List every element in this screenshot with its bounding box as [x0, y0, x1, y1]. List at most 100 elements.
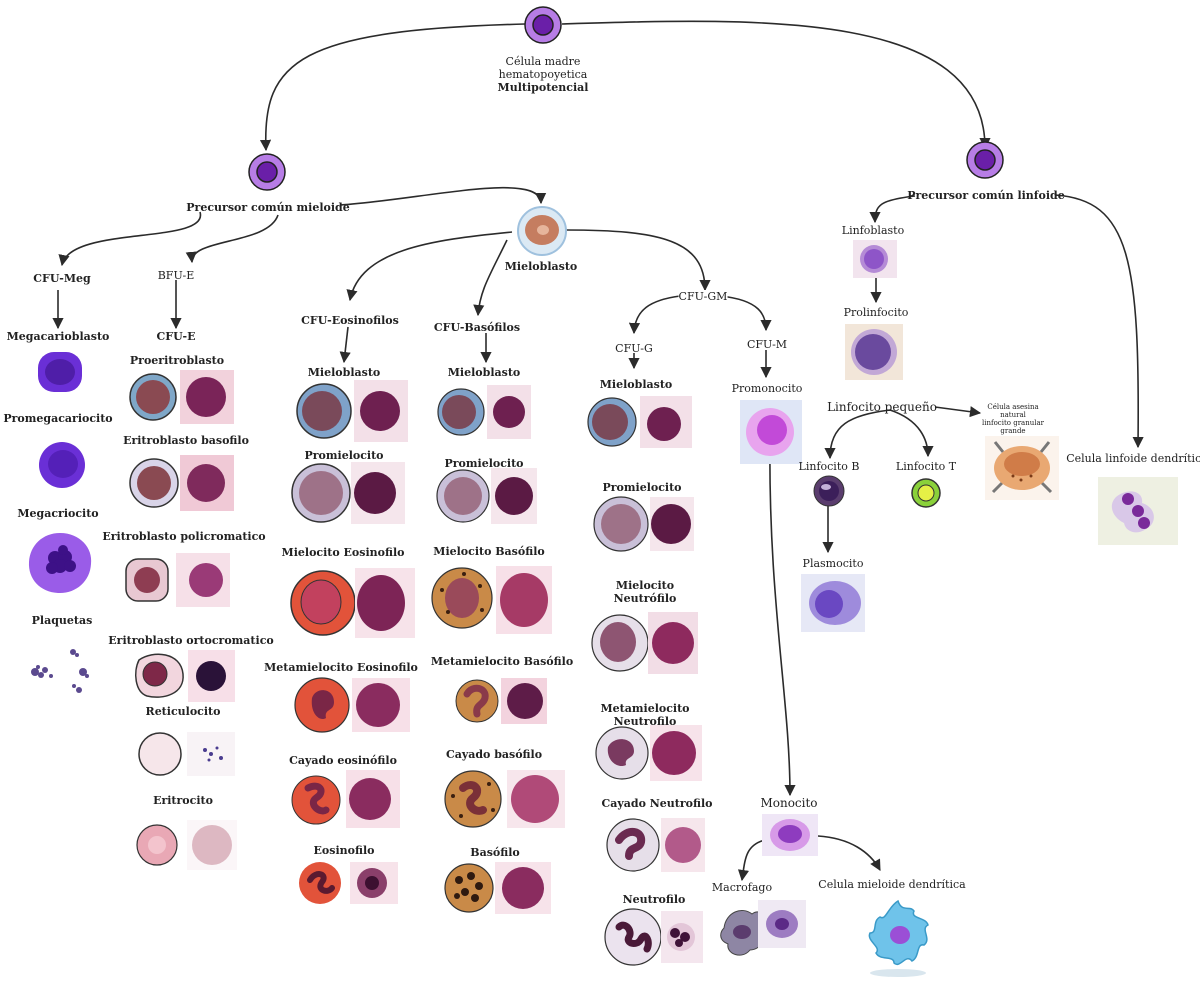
bas-cayado-label: Cayado basófilo	[445, 748, 543, 761]
neu-metamielocito-label-2: Neutrofilo	[613, 715, 677, 728]
nk-cell-icon	[985, 436, 1059, 500]
nk-label-4: grande	[1000, 427, 1026, 435]
eos-cayado-cell	[291, 770, 400, 828]
proeritroblasto-label: Proeritroblasto	[129, 354, 225, 367]
cfu-baso-label: CFU-Basófilos	[433, 321, 521, 334]
eos-cayado-label: Cayado eosinófilo	[289, 754, 397, 767]
bas-promielocito-label: Promielocito	[444, 457, 524, 470]
bfu-e-label: BFU-E	[157, 269, 195, 282]
myeloid-precursor-icon	[248, 153, 286, 191]
bas-mieloblasto-label: Mieloblasto	[447, 366, 521, 379]
linfocito-pequeno-label: Linfocito pequeño	[827, 400, 937, 414]
cfu-g-label: CFU-G	[615, 342, 653, 355]
neu-mieloblasto-cell	[587, 396, 692, 448]
neu-final-cell	[604, 908, 703, 966]
bas-final-cell	[444, 862, 551, 914]
eos-final-cell	[299, 862, 398, 904]
neu-cayado-label: Cayado Neutrofilo	[601, 797, 713, 810]
neu-mielocito-label-1: Mielocito	[615, 579, 675, 592]
reticulocito-cell	[138, 732, 235, 776]
neu-metamielocito-label-1: Metamielocito	[600, 702, 690, 715]
neu-mieloblasto-label: Mieloblasto	[599, 378, 673, 391]
linfoide-dendritica-label: Celula linfoide dendrítica	[1066, 452, 1200, 465]
lymphoid-precursor-label: Precursor común linfoide	[907, 189, 1065, 202]
bas-final-label: Basófilo	[470, 846, 520, 859]
bas-mielocito-label: Mielocito Basófilo	[433, 545, 545, 558]
plasmocito-cell	[801, 574, 865, 632]
hsc-label-3: Multipotencial	[497, 81, 589, 94]
platelets-icon	[31, 649, 89, 693]
dendritic-cell-icon	[868, 899, 929, 977]
neu-promielocito-label: Promielocito	[602, 481, 682, 494]
linfocito-b-label: Linfocito B	[798, 460, 860, 473]
mieloide-dendritica-label: Celula mieloide dendrítica	[818, 878, 966, 891]
prolinfocito-label: Prolinfocito	[843, 306, 909, 319]
bas-metamielocito-label: Metamielocito Basófilo	[430, 655, 574, 668]
lymphoid-dendritic-cell	[1098, 477, 1178, 545]
myeloid-precursor-label: Precursor común mieloide	[186, 201, 350, 214]
promonocito-label: Promonocito	[731, 382, 803, 395]
lymphoid-precursor-icon	[966, 141, 1004, 179]
cfu-eos-label: CFU-Eosinofilos	[301, 314, 399, 327]
prolinfocito-cell	[845, 324, 903, 380]
t-lymphocyte-icon	[911, 478, 941, 508]
eos-metamielocito-cell	[294, 677, 410, 733]
nk-label-3: linfocito granular	[982, 419, 1044, 427]
eritro-basofilo-cell	[129, 455, 234, 511]
mieloblasto-top-label: Mieloblasto	[504, 260, 578, 273]
bas-cayado-cell	[444, 770, 565, 828]
eritrocito-label: Eritrocito	[153, 794, 213, 807]
cfu-e-label: CFU-E	[156, 330, 196, 343]
eritrocito-cell	[136, 820, 237, 870]
neu-cayado-cell	[606, 818, 705, 872]
linfoblasto-label: Linfoblasto	[841, 224, 905, 237]
plaquetas-label: Plaquetas	[31, 614, 93, 627]
bas-mieloblasto-cell	[437, 385, 531, 439]
eritro-poli-label: Eritroblasto policromatico	[102, 530, 266, 543]
eos-promielocito-cell	[291, 462, 405, 524]
linfocito-t-label: Linfocito T	[895, 460, 957, 473]
neu-final-label: Neutrofilo	[622, 893, 686, 906]
linfoblasto-cell	[853, 240, 897, 278]
hsc-label-1: Célula madre	[505, 55, 581, 68]
megacariocito-label: Megacriocito	[17, 507, 99, 520]
plasmocito-label: Plasmocito	[802, 557, 864, 570]
eos-final-label: Eosinofilo	[313, 844, 375, 857]
macrofago-label: Macrofago	[711, 881, 773, 894]
neu-mielocito-cell	[591, 612, 698, 674]
eos-metamielocito-label: Metamielocito Eosinofilo	[264, 661, 418, 674]
eos-mieloblasto-label: Mieloblasto	[307, 366, 381, 379]
promegacariocito-label: Promegacariocito	[3, 412, 113, 425]
eritro-poli-cell	[125, 553, 230, 607]
eritro-orto-cell	[134, 650, 235, 702]
megacariocito-cell	[28, 533, 92, 594]
cfu-gm-label: CFU-GM	[678, 290, 728, 303]
eos-mielocito-label: Mielocito Eosinofilo	[281, 546, 405, 559]
bas-mielocito-cell	[431, 566, 552, 634]
eos-mielocito-cell	[290, 568, 415, 638]
nk-label-1: Célula asesina	[987, 403, 1039, 411]
neu-metamielocito-cell	[595, 725, 702, 781]
eos-promielocito-label: Promielocito	[304, 449, 384, 462]
nk-label-2: natural	[1000, 411, 1026, 419]
eos-mieloblasto-cell	[296, 380, 408, 442]
megacarioblasto-label: Megacarioblasto	[6, 330, 110, 343]
bas-metamielocito-cell	[455, 678, 547, 724]
promegacariocito-cell	[39, 442, 85, 488]
cfu-meg-label: CFU-Meg	[33, 272, 91, 285]
monocito-label: Monocito	[760, 796, 818, 810]
eritro-basofilo-label: Eritroblasto basofilo	[123, 434, 249, 447]
neu-promielocito-cell	[593, 496, 694, 552]
stem-cell-icon	[524, 6, 562, 44]
b-lymphocyte-icon	[813, 475, 845, 507]
proeritroblasto-cell	[129, 370, 234, 424]
cfu-m-label: CFU-M	[746, 338, 788, 351]
promonocito-cell	[740, 400, 802, 464]
monocito-cell	[762, 814, 818, 856]
neu-mielocito-label-2: Neutrófilo	[613, 592, 677, 605]
reticulocito-label: Reticulocito	[145, 705, 221, 718]
hsc-label-2: hematopoyetica	[498, 68, 588, 81]
macrophage-icon	[720, 900, 806, 956]
megacarioblasto-cell	[38, 352, 82, 392]
eritro-orto-label: Eritroblasto ortocromatico	[108, 634, 274, 647]
